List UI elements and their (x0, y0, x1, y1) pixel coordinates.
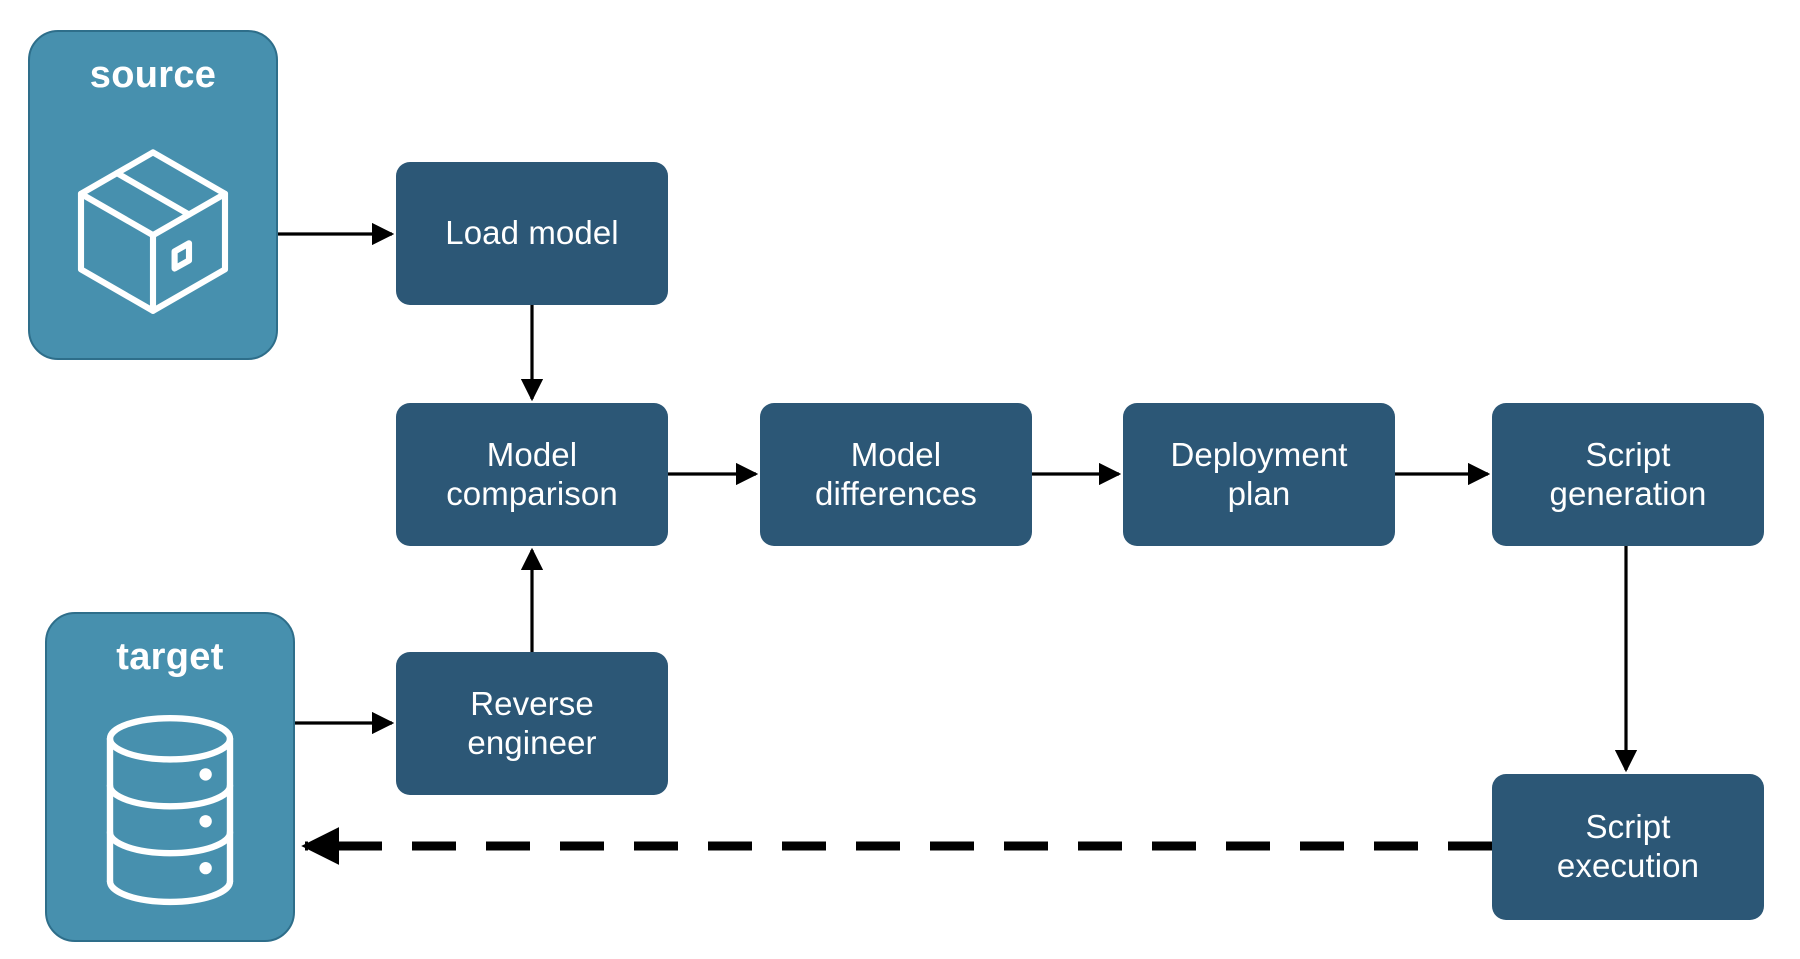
process-reverse-engineer[interactable]: Reverse engineer (396, 652, 668, 795)
process-deployment-plan-label: Deployment plan (1170, 435, 1348, 512)
endpoint-source-title: source (89, 54, 217, 96)
process-script-generation[interactable]: Script generation (1492, 403, 1764, 546)
package-box-icon (30, 97, 276, 358)
process-model-comparison[interactable]: Model comparison (396, 403, 668, 546)
process-script-execution[interactable]: Script execution (1492, 774, 1764, 920)
process-model-differences[interactable]: Model differences (760, 403, 1032, 546)
process-deployment-plan[interactable]: Deployment plan (1123, 403, 1395, 546)
process-load-model[interactable]: Load model (396, 162, 668, 305)
endpoint-target-title: target (116, 636, 224, 678)
process-script-generation-label: Script generation (1549, 435, 1707, 512)
process-script-execution-label: Script execution (1556, 808, 1700, 884)
endpoint-target[interactable]: target (45, 612, 295, 942)
endpoint-source[interactable]: source (28, 30, 278, 360)
process-reverse-engineer-label: Reverse engineer (467, 684, 597, 761)
process-model-comparison-label: Model comparison (446, 435, 618, 512)
process-load-model-label: Load model (445, 214, 619, 252)
database-cylinder-icon (47, 679, 293, 940)
process-model-differences-label: Model differences (815, 435, 977, 512)
